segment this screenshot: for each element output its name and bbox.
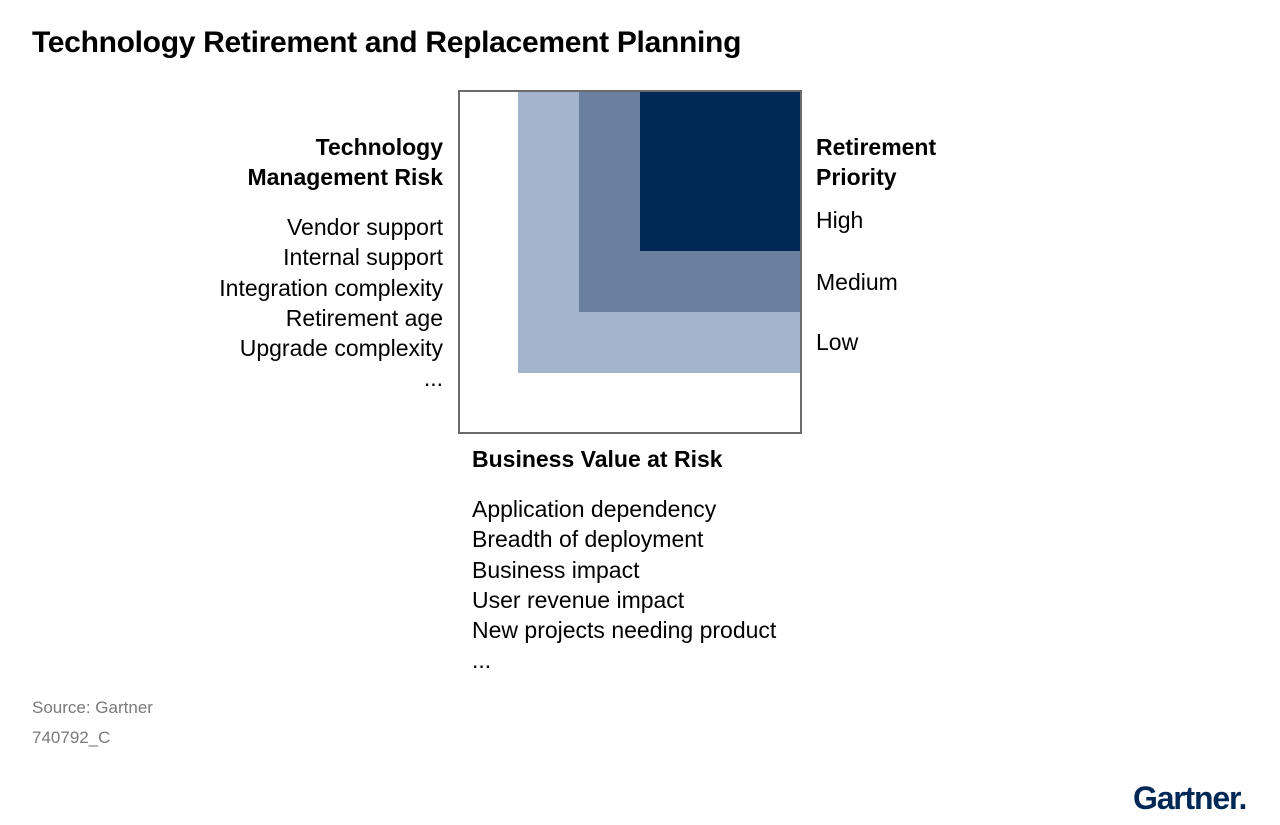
tech-risk-heading-line-2: Management Risk xyxy=(247,164,443,190)
business-value-factor: New projects needing product xyxy=(472,617,777,644)
gartner-logo-text: Gartner xyxy=(1133,780,1240,816)
figure-code: 740792_C xyxy=(32,728,111,747)
business-value-heading: Business Value at Risk xyxy=(472,446,723,472)
source-note: Source: Gartner xyxy=(32,698,153,717)
tech-risk-factor-list: Vendor support Internal support Integrat… xyxy=(23,212,443,394)
high-priority-zone xyxy=(640,92,800,251)
tech-risk-factor: Upgrade complexity xyxy=(239,335,443,362)
business-value-factor-ellipsis: ... xyxy=(472,647,492,674)
priority-heading-line-2: Priority xyxy=(816,164,897,190)
page-title: Technology Retirement and Replacement Pl… xyxy=(32,26,742,59)
business-value-factor: User revenue impact xyxy=(472,586,685,613)
technology-management-risk-block: Technology Management Risk Vendor suppor… xyxy=(23,132,443,394)
logo-dot: . xyxy=(1238,780,1247,816)
priority-heading-line-1: Retirement xyxy=(816,134,937,160)
business-value-at-risk-block: Business Value at Risk Application depen… xyxy=(472,444,892,676)
tech-risk-factor-ellipsis: ... xyxy=(423,365,443,392)
business-value-factor: Breadth of deployment xyxy=(472,526,704,553)
priority-level-low: Low xyxy=(816,329,859,355)
tech-risk-heading-line-1: Technology xyxy=(315,134,443,160)
business-value-factor: Business impact xyxy=(472,556,640,583)
tech-risk-factor: Internal support xyxy=(283,244,443,271)
gartner-logo: Gartner. xyxy=(1133,780,1247,817)
priority-level-medium: Medium xyxy=(816,269,898,295)
business-value-factor: Application dependency xyxy=(472,496,717,522)
retirement-priority-block: Retirement Priority xyxy=(816,132,1056,192)
priority-level-high: High xyxy=(816,207,864,233)
tech-risk-factor: Vendor support xyxy=(286,214,443,240)
tech-risk-factor: Retirement age xyxy=(285,304,443,331)
priority-matrix xyxy=(458,90,802,434)
business-value-factor-list: Application dependency Breadth of deploy… xyxy=(472,494,892,676)
tech-risk-factor: Integration complexity xyxy=(219,274,443,301)
